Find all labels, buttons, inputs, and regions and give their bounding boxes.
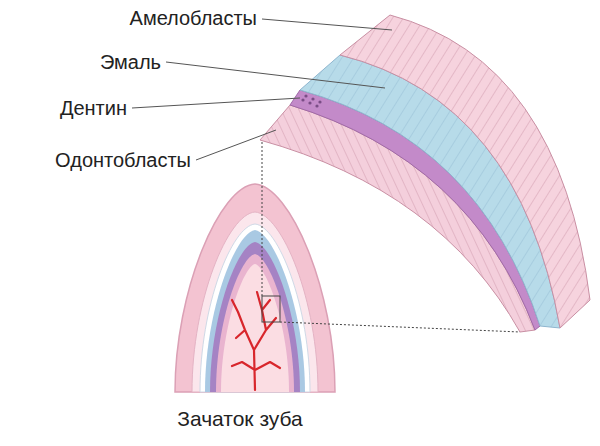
leader-line (132, 98, 300, 108)
tissue-block (260, 15, 590, 332)
part-label: Амелобласты (130, 6, 257, 30)
tooth-germ (175, 184, 335, 392)
figure-caption: Зачаток зуба (177, 407, 303, 431)
part-label: Дентин (60, 96, 127, 120)
leader-line (262, 19, 392, 30)
leader-line (196, 130, 276, 160)
part-label: Одонтобласты (55, 148, 191, 172)
leader-line (166, 62, 385, 88)
part-label: Эмаль (100, 50, 161, 74)
